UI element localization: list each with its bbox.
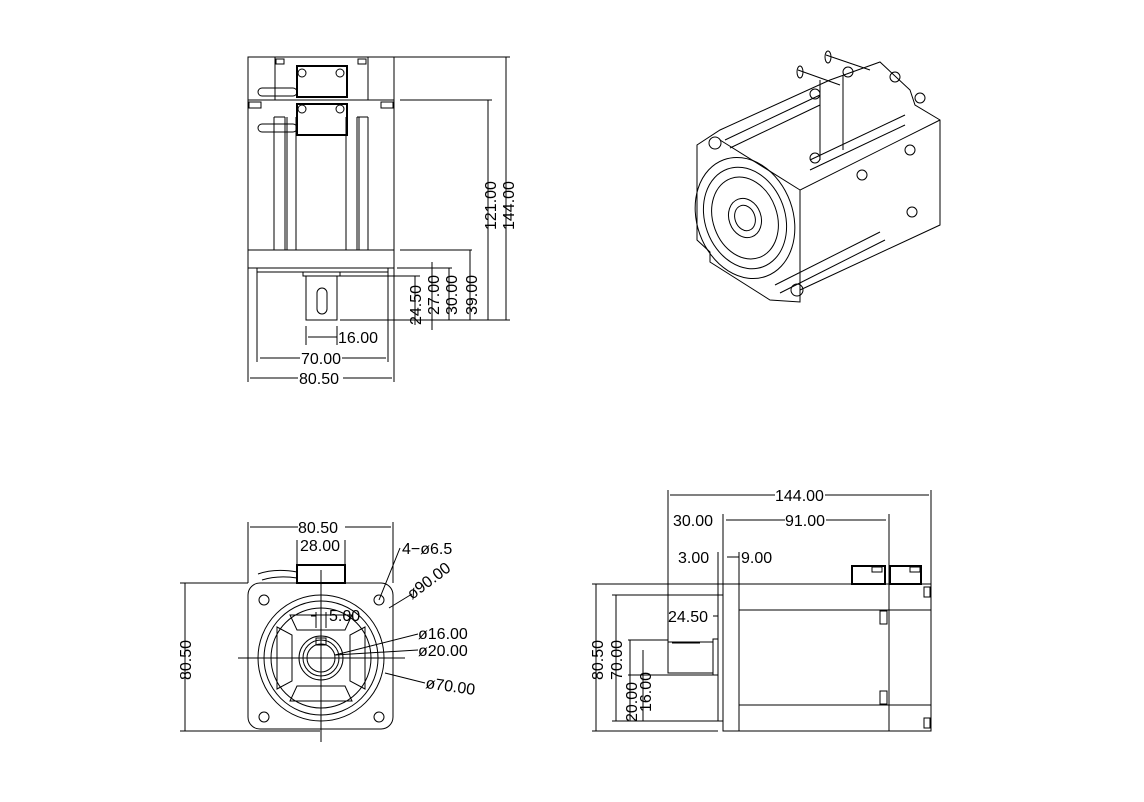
dim-9: 9.00: [741, 550, 772, 567]
dim-80-5: 80.50: [299, 371, 339, 388]
dim-121: 121.00: [483, 181, 500, 230]
dim-70: 70.00: [301, 351, 341, 368]
dim-80-5-h: 80.50: [178, 640, 195, 680]
dim-16-side: 16.00: [638, 672, 655, 712]
dim-5: 5.00: [329, 608, 360, 625]
dim-144-side: 144.00: [775, 488, 824, 505]
mounting-holes: [258, 594, 385, 723]
dim-91: 91.00: [785, 513, 825, 530]
dim-30-side: 30.00: [673, 513, 713, 530]
shaft: [305, 275, 338, 321]
dim-80-5-side: 80.50: [590, 640, 607, 680]
keyway: [316, 287, 328, 315]
dim-20-dia: ø20.00: [418, 643, 468, 660]
dim-28: 28.00: [300, 538, 340, 555]
ribs: [273, 116, 369, 250]
dim-90: ø90.00: [404, 560, 454, 604]
side-body: [722, 583, 932, 732]
motor-body-outline: [247, 56, 395, 269]
top-view: 144.00 121.00 39.00 30.00 27.00 24.50 16…: [247, 56, 518, 388]
side-view: 144.00 30.00 91.00 3.00 9.00 24.50 80.50…: [590, 488, 932, 732]
side-shaft: [667, 641, 714, 674]
isometric-view: [694, 50, 941, 303]
dim-20-side: 20.00: [624, 682, 641, 722]
dim-30: 30.00: [444, 275, 461, 315]
dim-27: 27.00: [426, 275, 443, 315]
dim-39: 39.00: [464, 275, 481, 315]
dim-3: 3.00: [678, 550, 709, 567]
dim-24-5-side: 24.50: [668, 609, 708, 626]
flange-plate: [256, 267, 389, 273]
spokes: [276, 614, 366, 702]
dim-144: 144.00: [501, 181, 518, 230]
flange-view: 80.50 28.00 80.50 4−ø6.5 ø90.00 5.00 ø16…: [178, 520, 476, 742]
dim-80-5-w: 80.50: [298, 520, 338, 537]
dim-70-side: 70.00: [609, 640, 626, 680]
dim-70-dia: ø70.00: [424, 675, 476, 699]
dim-holes: 4−ø6.5: [402, 541, 452, 558]
dim-24-5: 24.50: [408, 285, 425, 325]
connector: [257, 65, 348, 136]
dim-16: 16.00: [338, 330, 378, 347]
dim-16-dia: ø16.00: [418, 626, 468, 643]
